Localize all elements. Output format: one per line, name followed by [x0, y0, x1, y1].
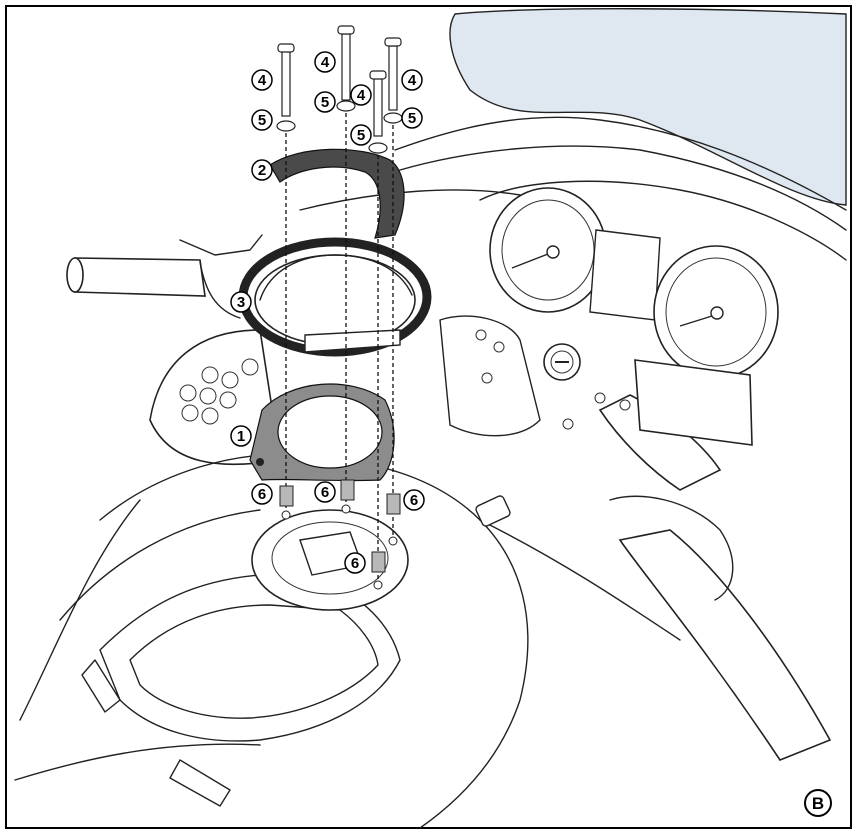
bracket-part-2	[269, 148, 405, 239]
svg-text:6: 6	[321, 484, 329, 501]
washers-part-5	[276, 100, 403, 154]
ignition-lock	[543, 343, 581, 381]
callout-5c: 5	[350, 124, 372, 146]
svg-text:4: 4	[258, 72, 267, 89]
alignment-lines	[285, 106, 394, 586]
bolts-part-4	[277, 25, 402, 137]
right-gauge	[653, 245, 779, 379]
callout-6a: 6	[251, 483, 273, 505]
svg-text:1: 1	[237, 428, 245, 445]
svg-text:5: 5	[258, 112, 266, 129]
left-gauge	[489, 187, 607, 313]
tank-ring-part-3	[238, 237, 432, 357]
svg-text:6: 6	[258, 486, 266, 503]
windshield	[449, 8, 847, 206]
callout-5a: 5	[251, 109, 273, 131]
svg-text:4: 4	[357, 87, 366, 104]
callout-5d: 5	[401, 107, 423, 129]
base-plate-opening	[277, 395, 383, 469]
svg-text:3: 3	[237, 294, 245, 311]
filler-cap	[251, 509, 409, 611]
callout-6d: 6	[344, 552, 366, 574]
panel-label: B	[804, 789, 832, 817]
callout-2: 2	[251, 159, 273, 181]
svg-text:5: 5	[321, 94, 329, 111]
svg-text:4: 4	[408, 72, 417, 89]
callout-6b: 6	[314, 481, 336, 503]
svg-text:5: 5	[357, 127, 365, 144]
spacers-part-6	[279, 479, 401, 590]
left-handlebar-grip	[66, 234, 263, 319]
callout-3: 3	[230, 291, 252, 313]
callout-4c: 4	[350, 84, 372, 106]
svg-text:B: B	[812, 794, 824, 813]
svg-text:2: 2	[258, 162, 266, 179]
base-plate-screw	[256, 458, 264, 466]
upper-clamp	[439, 315, 631, 437]
callout-1: 1	[230, 425, 252, 447]
callout-6c: 6	[403, 489, 425, 511]
callout-4d: 4	[401, 69, 423, 91]
svg-text:6: 6	[351, 555, 359, 572]
callout-5b: 5	[314, 91, 336, 113]
dashboard-fairing	[299, 116, 847, 261]
svg-text:4: 4	[321, 54, 330, 71]
diagram-frame	[5, 5, 852, 829]
callout-4b: 4	[314, 51, 336, 73]
svg-text:5: 5	[408, 110, 416, 127]
fuel-tank	[14, 453, 681, 829]
centre-display	[589, 229, 661, 321]
right-handlebar-grip	[598, 359, 832, 761]
svg-text:6: 6	[410, 492, 418, 509]
callout-4a: 4	[251, 69, 273, 91]
